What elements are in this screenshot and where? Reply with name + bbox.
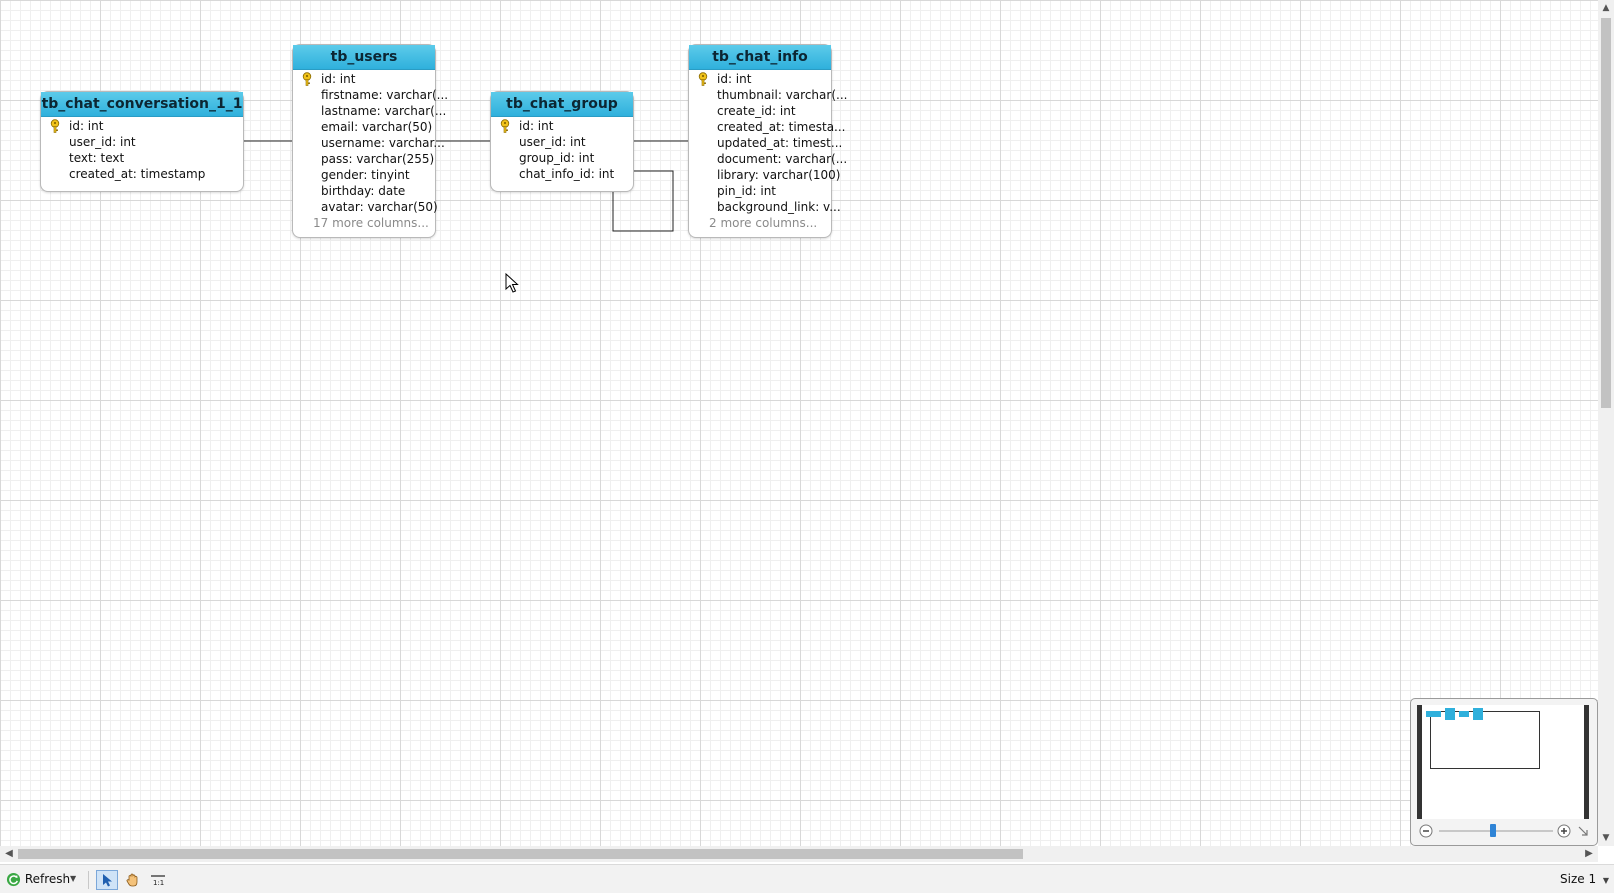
column-row: lastname: varchar(... xyxy=(321,104,447,118)
zoom-in-icon[interactable] xyxy=(1557,824,1571,838)
column-row: email: varchar(50) xyxy=(321,120,433,134)
diagram-canvas[interactable]: tb_chat_conversation_1_1 id: int user_id… xyxy=(0,0,1598,846)
column-row: user_id: int xyxy=(69,135,136,149)
minimap-viewport[interactable] xyxy=(1430,711,1540,769)
hand-icon xyxy=(126,873,138,887)
zoom-out-icon[interactable] xyxy=(1419,824,1433,838)
column-row: text: text xyxy=(69,151,125,165)
zoom-slider-thumb[interactable] xyxy=(1490,824,1496,837)
actual-size-button[interactable]: 1:1 xyxy=(148,870,168,890)
table-title: tb_chat_group xyxy=(491,92,633,117)
column-label: id: int xyxy=(519,119,554,133)
hand-tool-button[interactable] xyxy=(123,870,143,890)
table-tb-chat-group[interactable]: tb_chat_group id: int user_id: int group… xyxy=(490,91,634,192)
column-row: group_id: int xyxy=(519,151,595,165)
column-row: pass: varchar(255) xyxy=(321,152,435,166)
minimap-table xyxy=(1473,708,1483,720)
refresh-dropdown-icon[interactable]: ▼ xyxy=(70,874,77,883)
column-row: document: varchar(... xyxy=(717,152,848,166)
zoom-slider-track[interactable] xyxy=(1439,830,1553,832)
scroll-up-icon[interactable]: ▲ xyxy=(1602,3,1610,13)
minimap-view[interactable] xyxy=(1417,705,1589,819)
key-icon xyxy=(698,72,708,86)
key-icon xyxy=(500,119,510,133)
column-row: library: varchar(100) xyxy=(717,168,841,182)
column-row: user_id: int xyxy=(519,135,586,149)
minimap-table xyxy=(1459,711,1469,717)
vertical-scrollbar[interactable]: ▲ ▼ xyxy=(1598,0,1614,846)
pointer-icon xyxy=(103,874,112,887)
scroll-left-icon[interactable]: ◀ xyxy=(5,848,13,859)
column-label: id: int xyxy=(69,119,104,133)
scroll-right-icon[interactable]: ▶ xyxy=(1585,848,1593,859)
more-columns-link[interactable]: 17 more columns... xyxy=(313,216,429,230)
table-title: tb_chat_info xyxy=(689,45,831,70)
column-row: birthday: date xyxy=(321,184,406,198)
size-label: Size 1 xyxy=(1560,872,1597,886)
more-columns-link[interactable]: 2 more columns... xyxy=(709,216,818,230)
column-row: create_id: int xyxy=(717,104,796,118)
key-icon xyxy=(302,72,312,86)
table-tb-chat-info[interactable]: tb_chat_info id: int thumbnail: varchar(… xyxy=(688,44,848,238)
mouse-cursor-icon xyxy=(505,272,519,293)
column-row: background_link: v... xyxy=(717,200,841,214)
column-row: created_at: timesta... xyxy=(717,120,846,134)
refresh-label: Refresh xyxy=(24,872,71,886)
primary-key-column: id: int xyxy=(491,118,633,134)
resize-grip-icon[interactable] xyxy=(1577,825,1589,837)
minimap-table xyxy=(1445,708,1455,720)
primary-key-column: id: int xyxy=(689,71,831,87)
column-row: pin_id: int xyxy=(717,184,777,198)
table-tb-users[interactable]: tb_users id: int firstname: varchar(... … xyxy=(292,44,449,238)
table-title: tb_chat_conversation_1_1 xyxy=(41,92,243,117)
column-row: chat_info_id: int xyxy=(519,167,615,181)
relationship-lines xyxy=(243,140,688,232)
horizontal-scrollbar[interactable]: ◀ ▶ xyxy=(0,846,1598,862)
svg-text:1:1: 1:1 xyxy=(153,879,164,887)
table-title: tb_users xyxy=(293,45,435,70)
column-row: updated_at: timest... xyxy=(717,136,843,150)
column-row: avatar: varchar(50) xyxy=(321,200,438,214)
actual-size-icon: 1:1 xyxy=(151,875,165,887)
minimap-panel[interactable] xyxy=(1410,698,1598,846)
column-label: id: int xyxy=(321,72,356,86)
table-tb-chat-conversation-1-1[interactable]: tb_chat_conversation_1_1 id: int user_id… xyxy=(40,91,244,192)
pointer-tool-button[interactable] xyxy=(96,870,118,890)
primary-key-column: id: int xyxy=(293,71,435,87)
refresh-icon xyxy=(6,872,21,887)
size-selector[interactable]: Size 1 ▼ xyxy=(1560,869,1609,889)
bottom-toolbar: Refresh ▼ 1:1 Size 1 ▼ xyxy=(0,864,1614,893)
key-icon xyxy=(50,119,60,133)
horizontal-scroll-thumb[interactable] xyxy=(18,849,1023,859)
minimap-table xyxy=(1426,711,1441,717)
column-row: username: varchar... xyxy=(321,136,445,150)
size-dropdown-icon: ▼ xyxy=(1602,876,1610,885)
scroll-down-icon[interactable]: ▼ xyxy=(1602,833,1610,843)
refresh-button[interactable]: Refresh xyxy=(6,869,70,889)
toolbar-separator xyxy=(88,871,89,889)
column-row: thumbnail: varchar(... xyxy=(717,88,848,102)
self-relation-line xyxy=(612,170,674,232)
column-label: id: int xyxy=(717,72,752,86)
column-row: gender: tinyint xyxy=(321,168,410,182)
column-row: created_at: timestamp xyxy=(69,167,206,181)
vertical-scroll-thumb[interactable] xyxy=(1601,18,1611,408)
column-row: firstname: varchar(... xyxy=(321,88,449,102)
primary-key-column: id: int xyxy=(41,118,243,134)
